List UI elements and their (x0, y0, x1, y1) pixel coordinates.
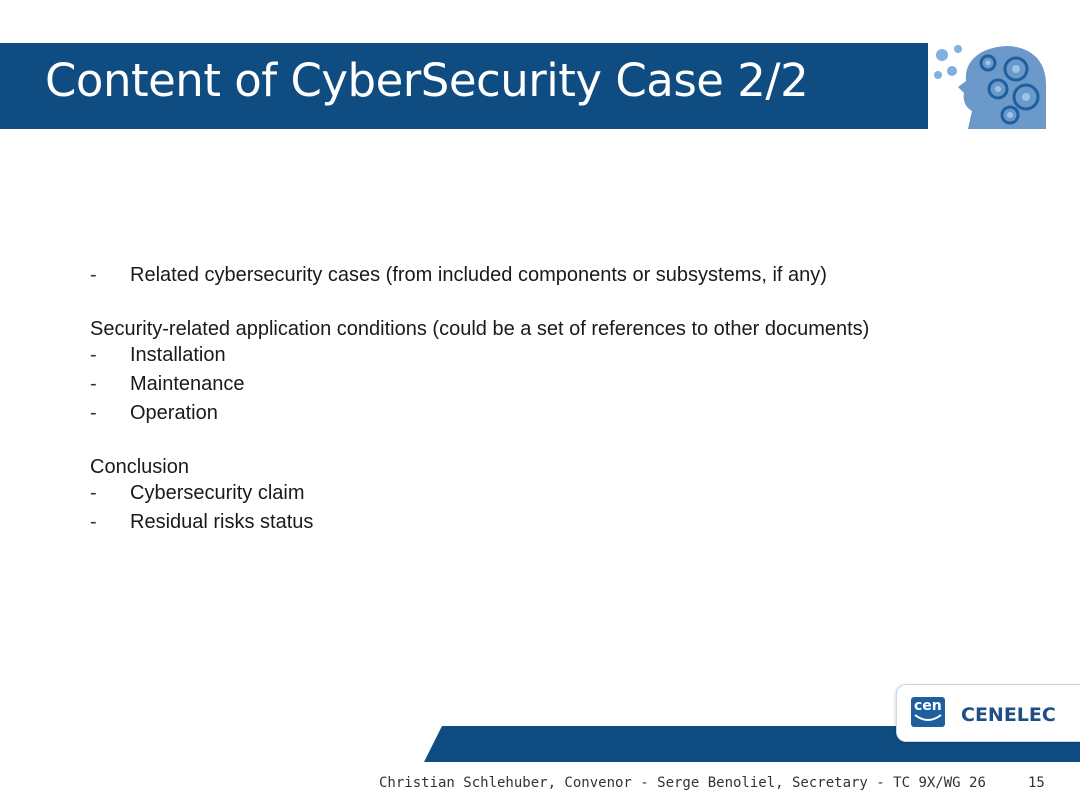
list-item-text: Cybersecurity claim (130, 482, 305, 504)
list-dash: - (90, 264, 97, 286)
page-number: 15 (1028, 775, 1045, 791)
slide-title: Content of CyberSecurity Case 2/2 (45, 54, 809, 107)
cen-logo-mark: cen CENELEC (911, 697, 1056, 727)
list-dash: - (90, 402, 97, 424)
list-item-text: Related cybersecurity cases (from includ… (130, 264, 827, 286)
title-band (0, 43, 1080, 129)
cenelec-logo-text: CENELEC (961, 704, 1056, 726)
gear-head-icon (928, 41, 1050, 131)
cen-logo-text: cen (914, 698, 942, 714)
section-heading: Conclusion (90, 456, 189, 478)
section-heading: Security-related application conditions … (90, 318, 870, 340)
cen-cenelec-logo: cen CENELEC (896, 684, 1080, 742)
list-item-text: Residual risks status (130, 511, 314, 533)
title-band-shape (0, 43, 960, 129)
list-dash: - (90, 373, 97, 395)
list-item-text: Maintenance (130, 373, 245, 395)
list-item-text: Operation (130, 402, 218, 424)
list-dash: - (90, 344, 97, 366)
list-dash: - (90, 511, 97, 533)
list-item-text: Installation (130, 344, 226, 366)
list-dash: - (90, 482, 97, 504)
footer-credits: Christian Schlehuber, Convenor - Serge B… (379, 775, 986, 791)
